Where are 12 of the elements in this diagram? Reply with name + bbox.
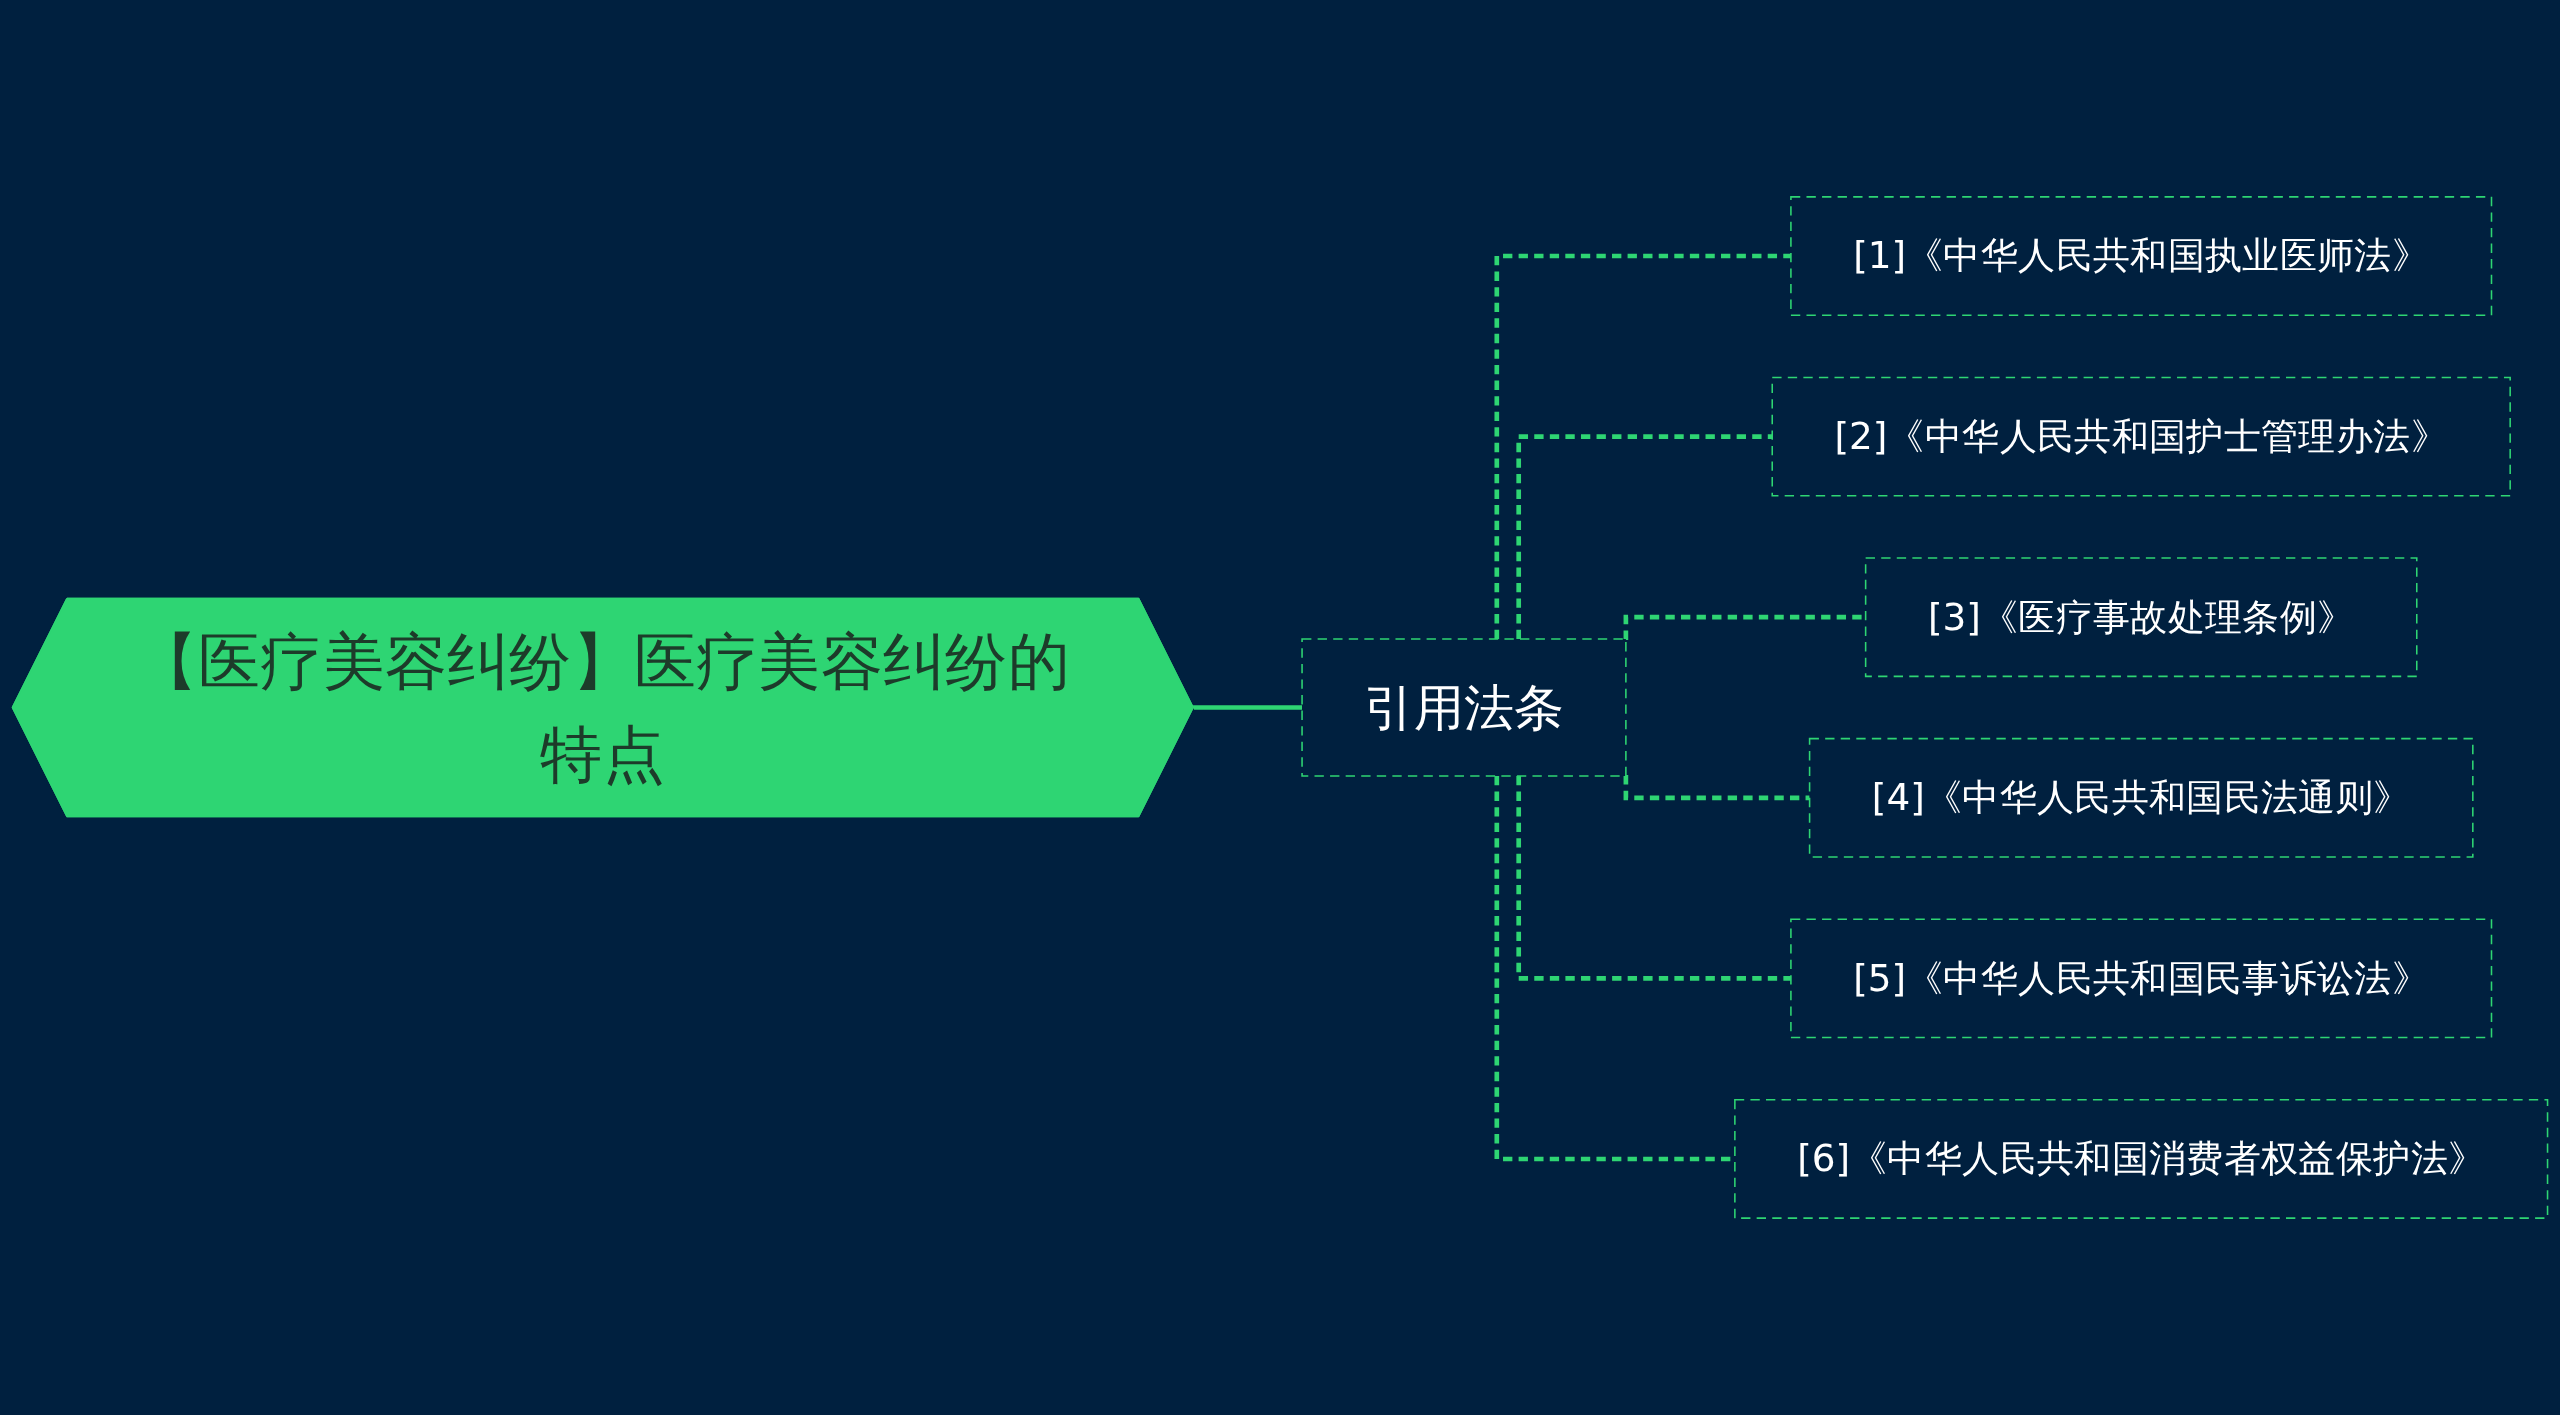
connector [1516, 434, 1773, 639]
node-box: [6]《中华人民共和国消费者权益保护法》 [1734, 1099, 2549, 1219]
node-box: [3]《医疗事故处理条例》 [1864, 557, 2418, 678]
node-box: 引用法条 [1301, 638, 1627, 777]
node-box: [1]《中华人民共和国执业医师法》 [1790, 196, 2493, 316]
connector [1623, 775, 1810, 801]
node-box: [2]《中华人民共和国护士管理办法》 [1771, 376, 2511, 497]
connector [1494, 253, 1791, 639]
node-box: [5]《中华人民共和国民事诉讼法》 [1790, 918, 2493, 1039]
node-box: [4]《中华人民共和国民法通则》 [1808, 737, 2474, 858]
connector [1516, 776, 1791, 981]
connector [1191, 705, 1303, 711]
